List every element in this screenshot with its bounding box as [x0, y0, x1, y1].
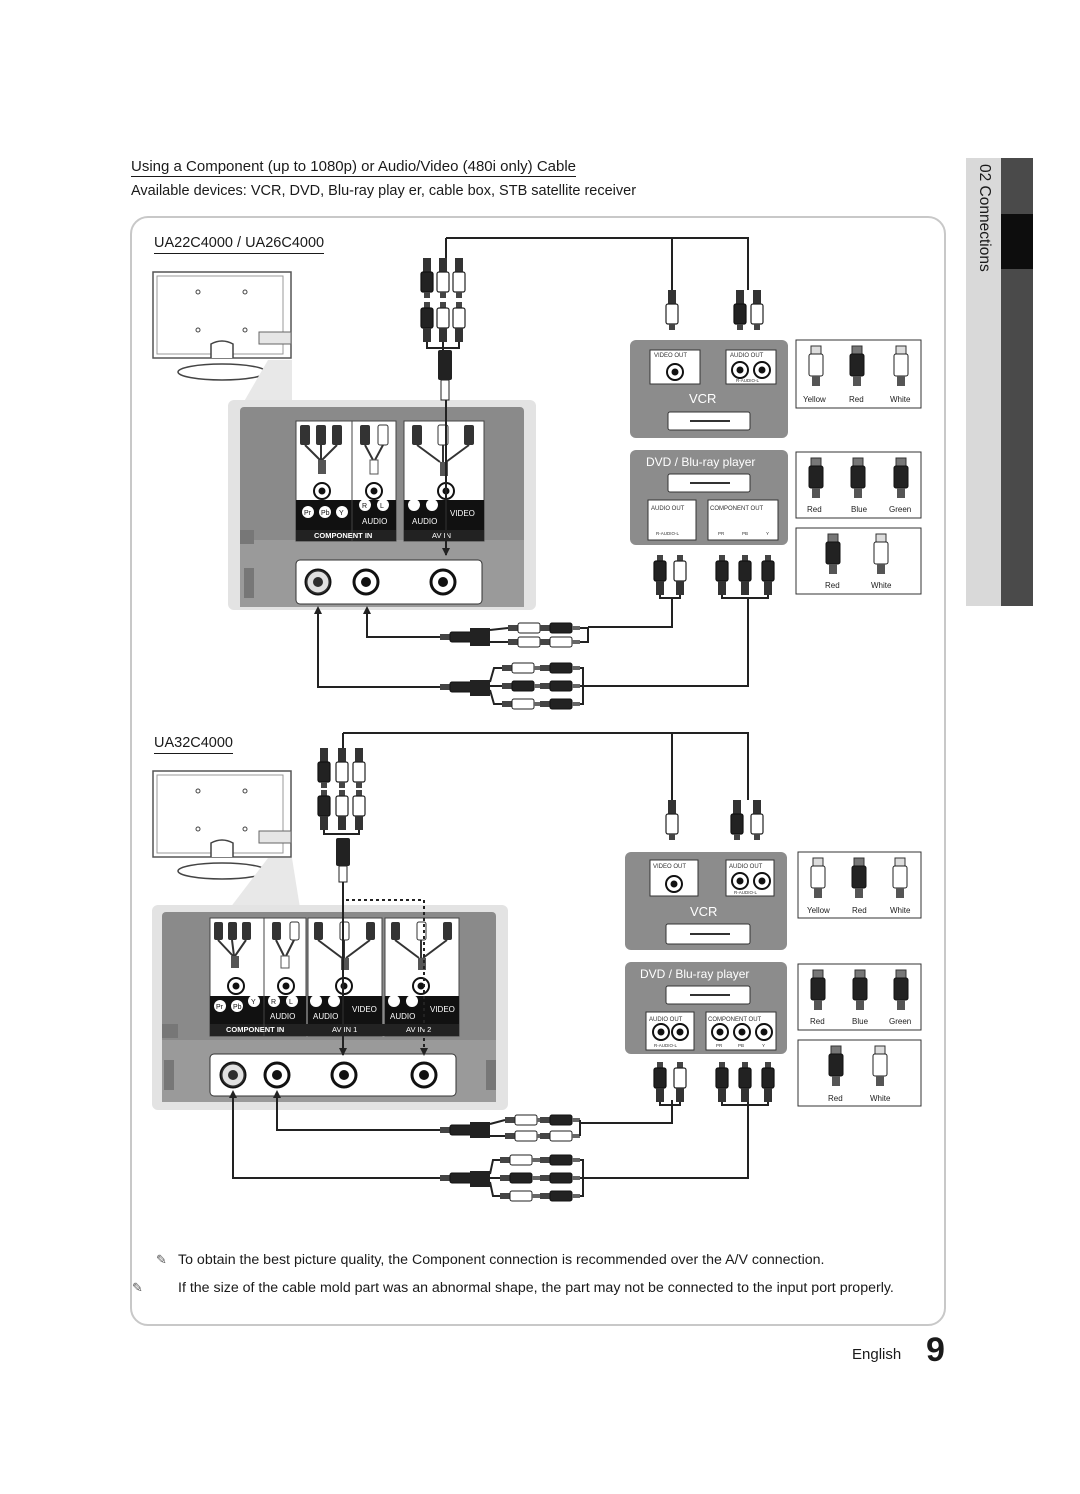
legend2-audio-white: White	[870, 1094, 891, 1103]
label-audio-1: AUDIO	[362, 517, 387, 526]
dvd-device-2: DVD / Blu-ray player AUDIO OUT R-AUDIO-L…	[625, 962, 787, 1054]
label-pr: Pr	[304, 510, 312, 517]
dvd2-component-out: COMPONENT OUT	[708, 1017, 762, 1023]
legend2-comp-green: Green	[889, 1017, 911, 1026]
legend-av-2	[797, 851, 922, 919]
page-number: 9	[926, 1331, 945, 1369]
vcr-device-1: VIDEO OUT AUDIO OUT R-AUDIO-L VCR	[630, 340, 788, 438]
legend2-audio-red: Red	[828, 1094, 843, 1103]
dvd1-audio-rl: R-AUDIO-L	[656, 531, 679, 536]
label-component-in: COMPONENT IN	[314, 531, 372, 540]
note-pencil-icon: ✎	[156, 1252, 167, 1267]
dvd1-title: DVD / Blu-ray player	[646, 455, 755, 469]
dvd-device-1: DVD / Blu-ray player AUDIO OUT R-AUDIO-L…	[630, 450, 788, 545]
legend-audio-1	[795, 527, 922, 595]
label2-audio-3: AUDIO	[390, 1012, 415, 1021]
legend1-comp-red: Red	[807, 505, 822, 514]
label-r: R	[362, 503, 367, 510]
dvd2-title: DVD / Blu-ray player	[640, 967, 749, 981]
chapter-tab	[966, 158, 1001, 606]
label-audio-2: AUDIO	[412, 517, 437, 526]
model-label-1: UA22C4000 / UA26C4000	[154, 235, 325, 254]
label2-video-1: VIDEO	[352, 1005, 377, 1014]
legend2-av-red: Red	[852, 906, 867, 915]
legend-audio-2	[797, 1039, 922, 1107]
legend1-audio-red: Red	[825, 581, 840, 590]
legend2-comp-blue: Blue	[852, 1017, 869, 1026]
dvd1-audio-out: AUDIO OUT	[651, 506, 685, 512]
label2-audio-1: AUDIO	[270, 1012, 295, 1021]
legend-component-1	[795, 451, 922, 519]
label-l: L	[380, 503, 384, 510]
dvd2-audio-rl: R-AUDIO-L	[654, 1043, 677, 1048]
dvd2-audio-out: AUDIO OUT	[649, 1017, 683, 1023]
cables-diagram-2	[232, 732, 749, 1179]
legend1-av-yellow: Yellow	[803, 395, 826, 404]
label2-component-in: COMPONENT IN	[226, 1025, 284, 1034]
label2-l: L	[289, 999, 293, 1006]
available-devices-text: Available devices: VCR, DVD, Blu-ray pla…	[131, 183, 637, 199]
label2-pr: Pr	[216, 1004, 224, 1011]
dvd2-pb: PB	[738, 1043, 744, 1048]
vcr2-audio-out: AUDIO OUT	[729, 864, 763, 870]
legend-component-2	[797, 963, 922, 1031]
legend1-av-white: White	[890, 395, 911, 404]
legend1-av-red: Red	[849, 395, 864, 404]
vcr-device-2: VIDEO OUT AUDIO OUT R-AUDIO-L VCR	[625, 852, 787, 950]
legend-av-1	[795, 339, 922, 409]
label-video: VIDEO	[450, 509, 475, 518]
vcr1-title: VCR	[689, 391, 716, 406]
vcr2-video-out: VIDEO OUT	[653, 864, 686, 870]
legend1-comp-blue: Blue	[851, 505, 868, 514]
chapter-tab-label: 02 Connections	[976, 164, 993, 272]
legend2-comp-red: Red	[810, 1017, 825, 1026]
label2-audio-2: AUDIO	[313, 1012, 338, 1021]
vcr2-audio-rl: R-AUDIO-L	[734, 890, 757, 895]
footer-language: English	[852, 1346, 902, 1363]
note-pencil-icon: ✎	[132, 1280, 143, 1295]
dvd2-y: Y	[762, 1043, 765, 1048]
legend1-comp-green: Green	[889, 505, 911, 514]
label2-av-in1: AV IN 1	[332, 1025, 357, 1034]
dvd1-component-out: COMPONENT OUT	[710, 506, 764, 512]
diagram-frame	[130, 216, 946, 1326]
dvd1-y: Y	[766, 531, 769, 536]
label2-y: Y	[251, 999, 256, 1006]
label2-av-in2: AV IN 2	[406, 1025, 431, 1034]
chapter-tab-marker	[1001, 214, 1033, 269]
vcr1-audio-rl: R-AUDIO-L	[736, 378, 759, 383]
note-component: ✎To obtain the best picture quality, the…	[156, 1252, 825, 1268]
legend1-audio-white: White	[871, 581, 892, 590]
model-label-2: UA32C4000	[154, 735, 233, 754]
vcr1-audio-out: AUDIO OUT	[730, 353, 764, 359]
label-av-in: AV IN	[432, 531, 451, 540]
note-cable-mold: ✎If the size of the cable mold part was …	[132, 1280, 894, 1296]
label-pb: Pb	[321, 510, 330, 517]
vcr2-title: VCR	[690, 904, 717, 919]
label2-pb: Pb	[233, 1004, 242, 1011]
legend2-av-white: White	[890, 906, 911, 915]
vcr1-video-out: VIDEO OUT	[654, 353, 687, 359]
legend2-av-yellow: Yellow	[807, 906, 830, 915]
section-heading: Using a Component (up to 1080p) or Audio…	[131, 158, 577, 177]
cables-diagram-1	[317, 237, 749, 688]
label2-r: R	[271, 999, 276, 1006]
dvd1-pr: PR	[718, 531, 725, 536]
dvd2-pr: PR	[716, 1043, 723, 1048]
dvd1-pb: PB	[742, 531, 748, 536]
label2-video-2: VIDEO	[430, 1005, 455, 1014]
label-y: Y	[339, 510, 344, 517]
